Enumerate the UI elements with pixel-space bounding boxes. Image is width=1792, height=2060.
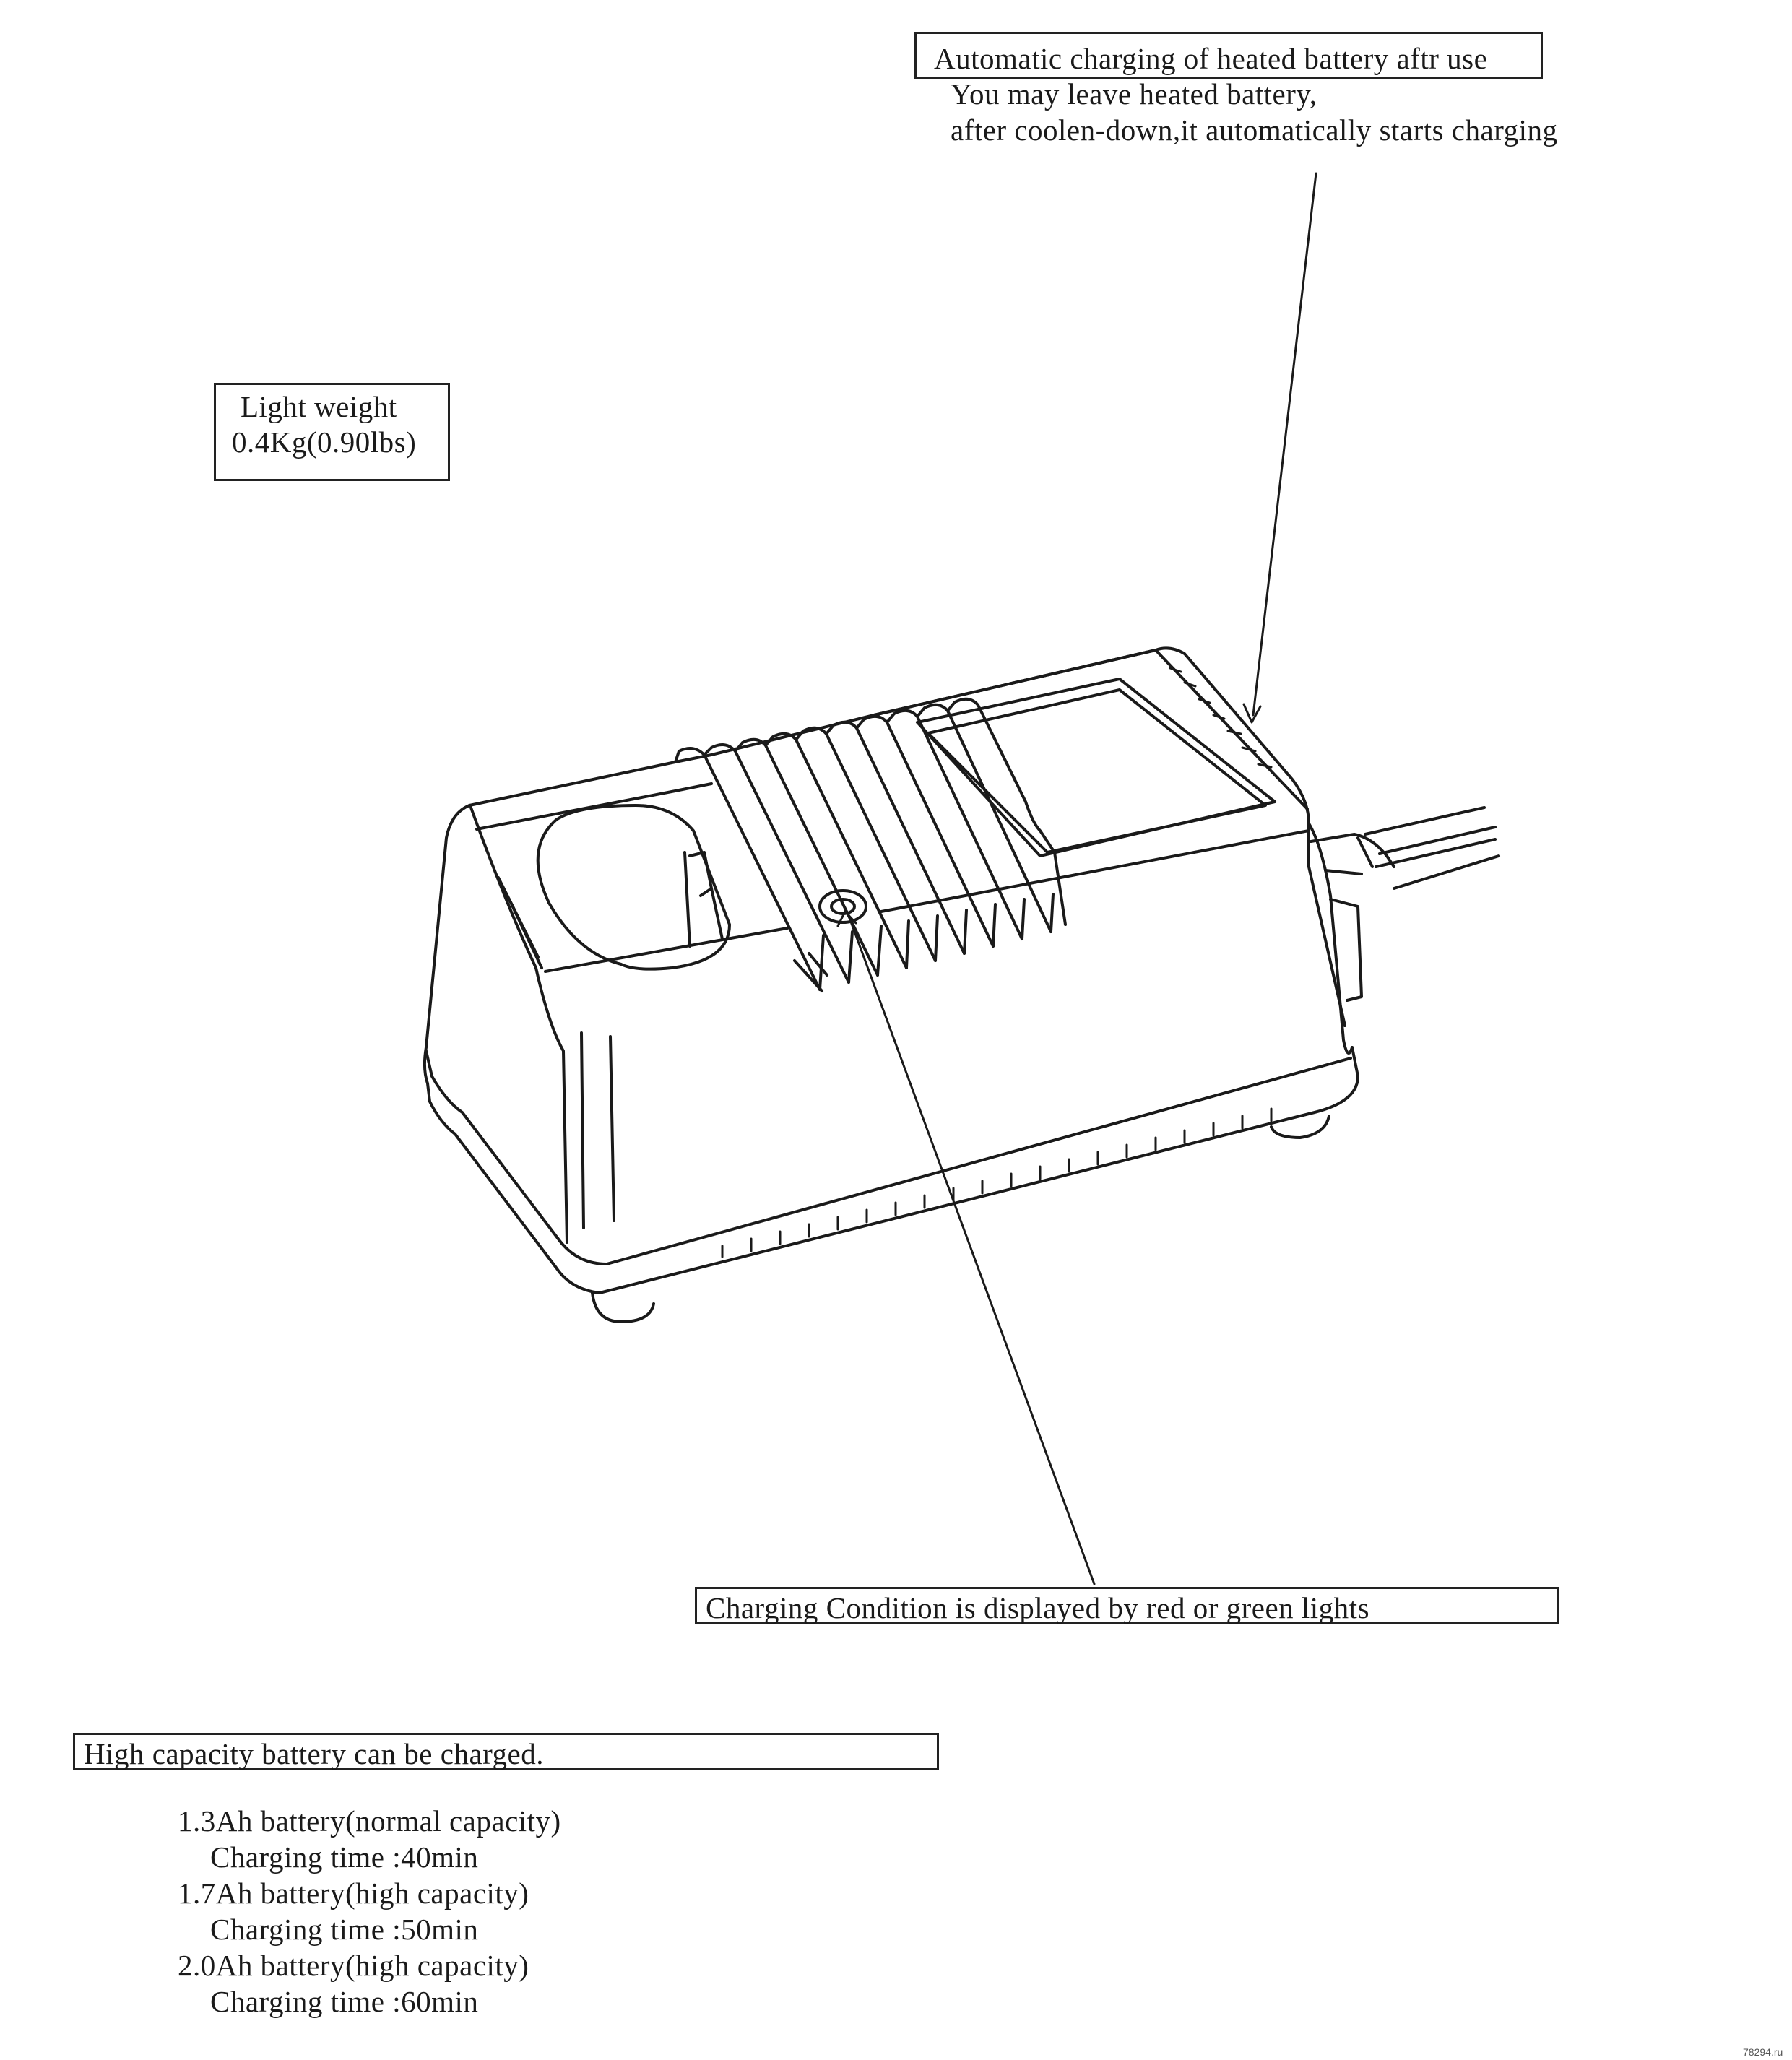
watermark: 78294.ru (1743, 2046, 1783, 2058)
auto-charging-callout: Automatic charging of heated battery aft… (914, 32, 1543, 79)
weight-value: 0.4Kg(0.90lbs) (232, 425, 417, 459)
auto-charging-line-1: You may leave heated battery, (951, 77, 1317, 111)
power-cord (1310, 806, 1500, 890)
auto-charging-title: Automatic charging of heated battery aft… (934, 42, 1488, 75)
weight-label: Light weight (241, 390, 397, 423)
arrow-head-charging-condition (836, 910, 857, 927)
battery-well (497, 804, 731, 971)
leader-line-auto-charging (1252, 172, 1317, 717)
battery-item-2: 1.7Ah battery(high capacity) (178, 1877, 529, 1910)
charging-time-2: Charging time :50min (210, 1913, 479, 1946)
cooling-ribs (674, 697, 1067, 992)
charging-condition-text: Charging Condition is displayed by red o… (706, 1591, 1370, 1624)
capacity-text: High capacity battery can be charged. (84, 1737, 545, 1770)
charging-condition-callout: Charging Condition is displayed by red o… (695, 1587, 1559, 1624)
battery-item-3: 2.0Ah battery(high capacity) (178, 1949, 529, 1982)
capacity-callout: High capacity battery can be charged. (73, 1733, 939, 1770)
arrow-head-auto-charging (1242, 703, 1262, 724)
leader-lines (836, 172, 1317, 1585)
battery-item-1: 1.3Ah battery(normal capacity) (178, 1804, 561, 1838)
charger-body (423, 646, 1363, 1323)
charging-time-1: Charging time :40min (210, 1840, 479, 1874)
leader-line-charging-condition (847, 914, 1096, 1585)
auto-charging-line-2: after coolen-down,it automatically start… (951, 113, 1558, 147)
label-panel (873, 649, 1309, 857)
weight-callout: Light weight 0.4Kg(0.90lbs) (214, 383, 450, 481)
charging-time-3: Charging time :60min (210, 1985, 479, 2018)
base-tick-marks (721, 667, 1273, 1258)
